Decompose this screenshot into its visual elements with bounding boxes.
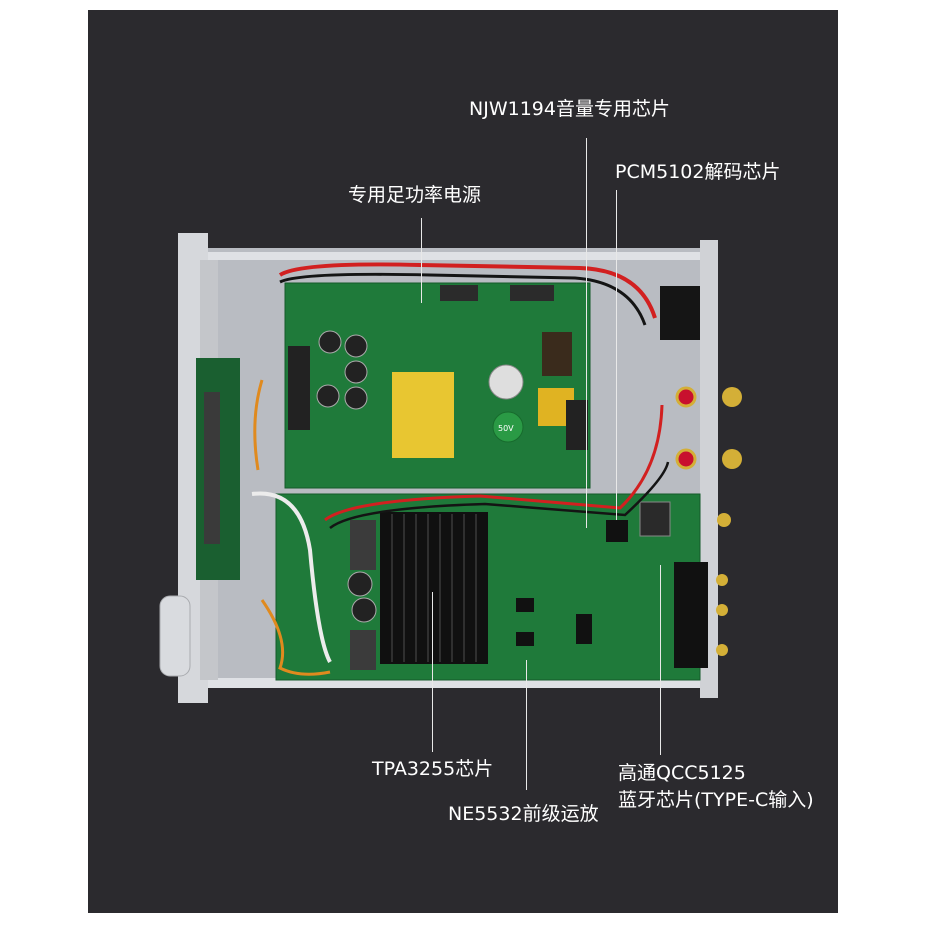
chassis-top-rail	[205, 252, 707, 260]
ne5532-ic	[516, 632, 534, 646]
output-inductor	[350, 520, 376, 570]
capacitor	[351, 597, 377, 623]
capacitor	[316, 384, 340, 408]
leader-line-tpa	[432, 592, 433, 752]
label-qcc5125-line2: 蓝牙芯片(TYPE-C输入)	[618, 789, 814, 811]
black-speaker-wire	[329, 461, 670, 530]
label-ne5532: NE5532前级运放	[448, 803, 599, 825]
capacitor	[344, 334, 368, 358]
rca-jack	[716, 574, 728, 586]
display-connector	[204, 392, 220, 544]
label-njw1194: NJW1194音量专用芯片	[469, 98, 670, 120]
ne5532-ic	[516, 598, 534, 612]
leader-line-power	[421, 218, 422, 303]
pcm5102-ic	[606, 520, 628, 542]
rca-jack	[716, 604, 728, 616]
power-terminal-block	[288, 346, 310, 430]
heatsink	[380, 512, 488, 664]
power-ic	[510, 285, 554, 301]
speaker-terminal-red	[675, 386, 697, 408]
black-power-wire	[279, 272, 647, 326]
leader-line-njw	[586, 138, 587, 528]
heatsink-fins	[391, 514, 477, 662]
capacitor	[344, 386, 368, 410]
label-tpa3255: TPA3255芯片	[372, 758, 494, 780]
volume-knob	[159, 595, 191, 677]
label-power-supply: 专用足功率电源	[348, 184, 482, 206]
ac-power-inlet	[660, 286, 700, 340]
njw1194-ic	[576, 614, 592, 644]
red-power-wire	[278, 262, 657, 319]
capacitor-text: 50V	[498, 424, 514, 433]
rca-jack	[716, 644, 728, 656]
leader-line-pcm	[616, 190, 617, 520]
speaker-terminal-gold	[722, 449, 742, 469]
coil	[542, 332, 572, 376]
output-terminal-block	[566, 400, 588, 450]
input-connector-block	[674, 562, 708, 668]
output-inductor	[350, 630, 376, 670]
orange-wire	[253, 379, 264, 471]
antenna-connector	[717, 513, 731, 527]
speaker-terminal-red	[675, 448, 697, 470]
ribbon-cable	[251, 491, 332, 663]
leader-line-qcc	[660, 565, 661, 755]
red-speaker-wire	[324, 404, 664, 522]
large-capacitor	[488, 364, 524, 400]
capacitor	[347, 571, 373, 597]
power-ic	[440, 285, 478, 301]
label-qcc5125-line1: 高通QCC5125	[618, 762, 746, 784]
orange-wire	[260, 599, 331, 676]
speaker-terminal-gold	[722, 387, 742, 407]
chassis-bottom-rail	[205, 678, 707, 688]
capacitor	[318, 330, 342, 354]
green-capacitor	[492, 411, 524, 443]
transformer	[392, 372, 454, 458]
capacitor	[344, 360, 368, 384]
leader-line-ne	[526, 660, 527, 790]
qcc5125-module	[639, 501, 671, 537]
label-pcm5102: PCM5102解码芯片	[615, 161, 781, 183]
